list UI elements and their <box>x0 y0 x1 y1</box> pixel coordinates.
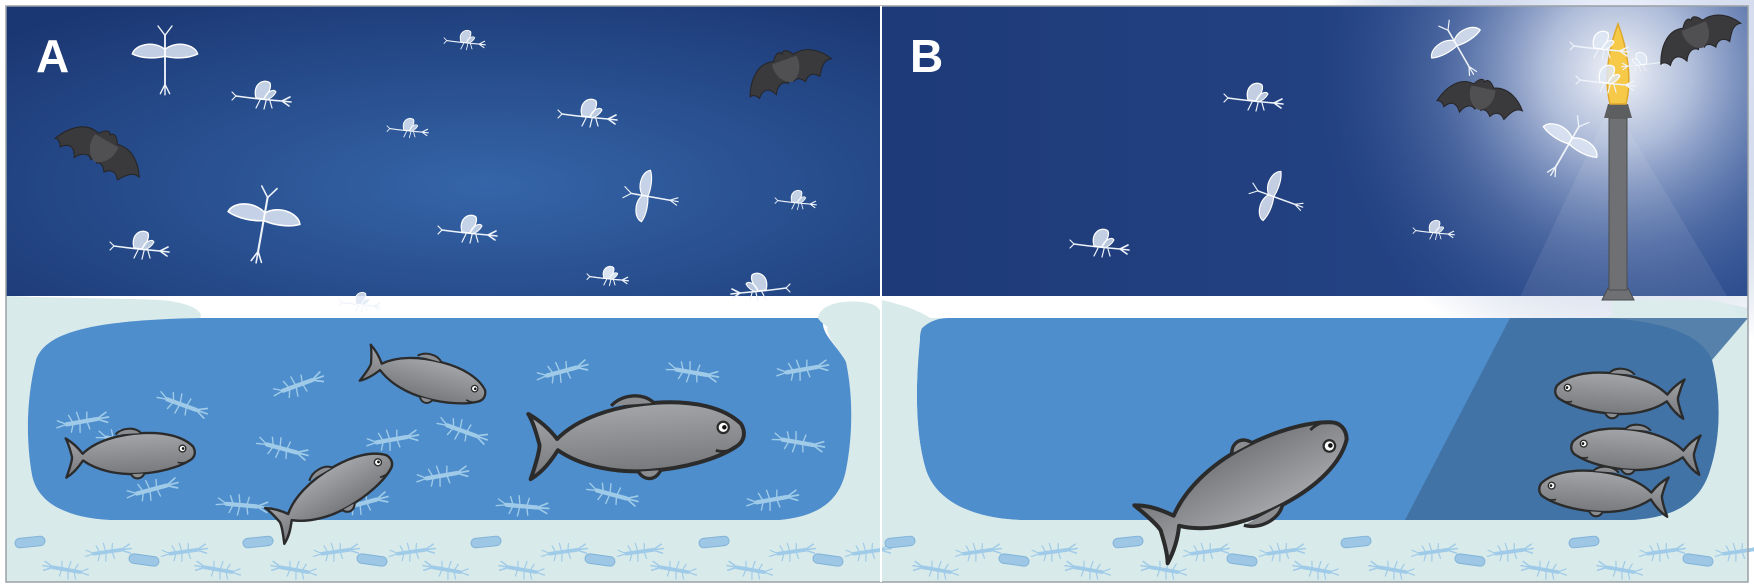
bank-left-lip <box>6 296 201 320</box>
panel-label-a: A <box>36 30 69 82</box>
panel-label-b: B <box>910 30 943 82</box>
